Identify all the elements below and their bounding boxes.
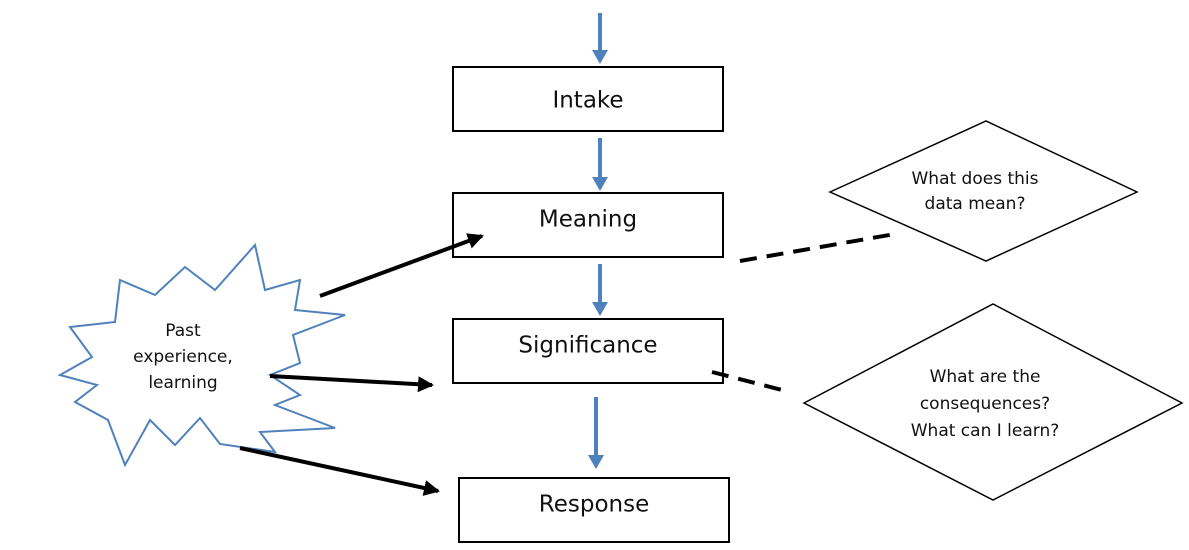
- diamond-significance-question: What are the consequences? What can I le…: [802, 303, 1184, 501]
- dashed-connectors: [711, 232, 896, 392]
- burst-shape: [57, 242, 346, 468]
- arrow-meaning-to-significance-head: [592, 302, 608, 316]
- diamond-meaning-line-1: What does this: [911, 169, 1038, 189]
- box-intake-label: Intake: [552, 88, 623, 114]
- diamond-significance-line-3: What can I learn?: [911, 421, 1060, 441]
- arrow-burst-to-significance: [269, 374, 434, 393]
- flow-arrows: [588, 13, 608, 469]
- arrow-burst-to-meaning: [319, 233, 484, 298]
- burst-line-3: learning: [148, 373, 217, 393]
- diamond-meaning-line-2: data mean?: [925, 194, 1026, 214]
- diamond-significance-line-1: What are the: [930, 367, 1041, 387]
- box-significance-label: Significance: [518, 333, 657, 359]
- dash-meaning-to-question: [739, 232, 896, 263]
- box-significance: Significance: [452, 318, 724, 384]
- dash-significance-to-question: [711, 370, 783, 392]
- box-meaning-label: Meaning: [539, 207, 637, 233]
- arrow-intake-to-meaning-head: [592, 177, 608, 191]
- box-meaning: Meaning: [452, 192, 724, 258]
- box-response: Response: [458, 477, 730, 543]
- arrow-burst-to-response: [239, 446, 440, 496]
- diamond-significance-line-2: consequences?: [920, 394, 1050, 414]
- diamond-meaning-question: What does this data mean?: [828, 120, 1139, 262]
- influence-arrows: [239, 233, 484, 496]
- arrow-significance-to-response-head: [588, 455, 604, 469]
- diamond-meaning-shape: [828, 120, 1139, 262]
- burst-past-experience: Past experience, learning: [57, 242, 346, 468]
- burst-line-2: experience,: [133, 347, 233, 367]
- arrow-into-intake-head: [592, 50, 608, 64]
- burst-line-1: Past: [165, 321, 201, 341]
- box-intake: Intake: [452, 66, 724, 132]
- diamond-significance-shape: [802, 303, 1184, 501]
- box-response-label: Response: [539, 492, 649, 518]
